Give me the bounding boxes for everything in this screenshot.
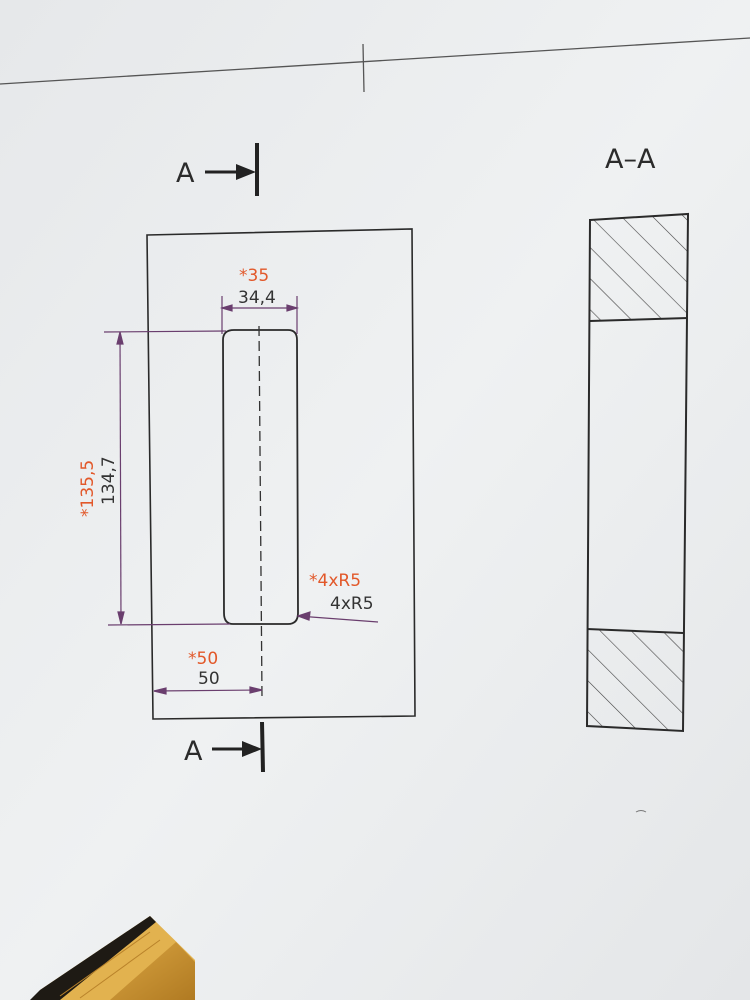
section-hatch-bottom — [587, 629, 683, 731]
slot-width-actual: 34,4 — [238, 288, 276, 308]
slot-length-nominal: *135,5 — [78, 460, 98, 517]
slot-length-dimension — [103, 330, 231, 626]
slot-outline — [222, 329, 299, 625]
wood-block-image — [30, 916, 195, 1000]
section-marker-bottom-label: A — [184, 736, 203, 767]
offset-dimension — [153, 686, 263, 695]
plate-outline — [146, 228, 416, 720]
corner-radius-leader — [296, 611, 379, 623]
section-outline — [585, 212, 690, 733]
corner-radius-actual: 4xR5 — [330, 594, 374, 614]
section-arrow-bottom — [212, 721, 265, 773]
offset-actual: 50 — [198, 669, 220, 689]
section-arrow-top — [205, 143, 259, 196]
paper-mark — [635, 810, 647, 813]
corner-radius-nominal: *4xR5 — [309, 571, 361, 591]
slot-length-actual: 134,7 — [99, 456, 119, 505]
section-edge-top — [589, 317, 689, 322]
page-border-tick — [362, 43, 365, 93]
section-edge-bottom — [586, 628, 684, 634]
slot-center-line — [258, 325, 263, 699]
slot-width-dimension — [219, 296, 300, 334]
page-border-line — [0, 37, 750, 85]
section-view — [585, 212, 690, 733]
slot-width-nominal: *35 — [239, 266, 269, 286]
section-hatch-top — [590, 214, 688, 321]
section-marker-top-label: A — [176, 158, 195, 189]
section-view-title: A–A — [605, 144, 656, 175]
offset-nominal: *50 — [188, 649, 218, 669]
